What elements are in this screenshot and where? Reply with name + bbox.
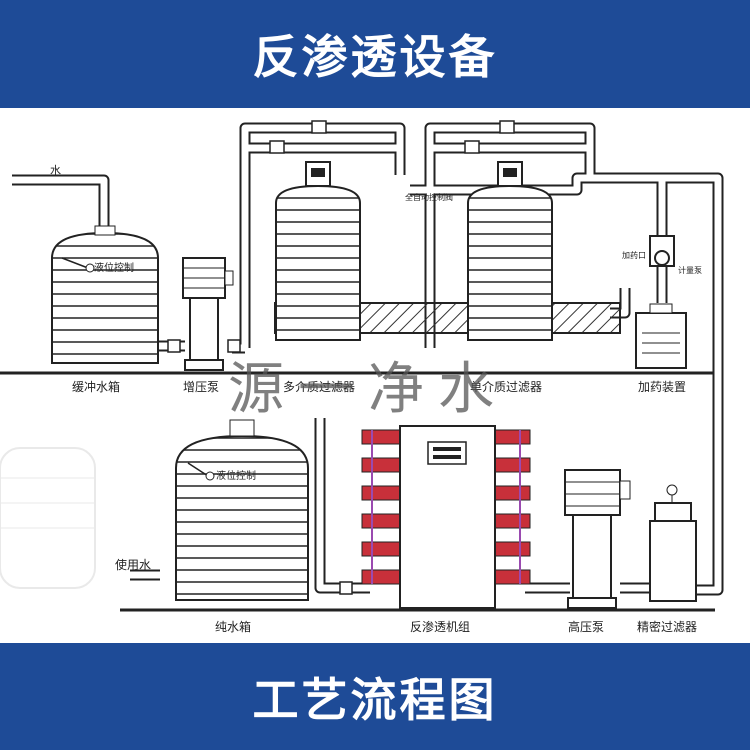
precision-filter: [649, 484, 697, 602]
inlet-label: 水: [50, 164, 61, 177]
metering-pump-label: 计量泵: [678, 265, 702, 275]
dosing-device-label: 加药装置: [638, 380, 686, 394]
high-pressure-pump: [564, 469, 631, 609]
dosing-device: [635, 235, 687, 369]
ro-unit: [361, 425, 531, 609]
buffer-tank-label: 缓冲水箱: [72, 379, 120, 394]
ro-unit-label: 反渗透机组: [410, 619, 470, 634]
pure-water-tank: [175, 419, 309, 601]
level-control-label-1: 液位控制: [94, 261, 134, 274]
high-pressure-pump-label: 高压泵: [568, 619, 604, 634]
pure-water-tank-label: 纯水箱: [215, 619, 251, 634]
page-title: 反渗透设备: [252, 30, 498, 84]
multi-media-filter-label: 多介质过滤器: [283, 380, 355, 394]
booster-pump-label: 增压泵: [183, 380, 219, 394]
single-media-filter: [467, 161, 553, 341]
control-valve-label: 全自动控制阀: [405, 192, 453, 202]
multi-media-filter: [275, 161, 361, 341]
precision-filter-label: 精密过滤器: [637, 619, 697, 634]
use-water-label: 使用水: [115, 557, 151, 572]
single-media-filter-label: 单介质过滤器: [470, 380, 542, 394]
process-diagram: 水 液位控制 缓冲水箱 增压泵 多介质过滤器: [0, 120, 724, 634]
buffer-tank: [51, 225, 159, 364]
watermark: 源一净水: [228, 357, 508, 422]
booster-pump: [182, 257, 234, 371]
level-control-label-2: 液位控制: [216, 469, 256, 482]
header-band: 反渗透设备: [0, 0, 750, 108]
footer-band: 工艺流程图: [0, 643, 750, 750]
ghost-tank: [0, 447, 96, 589]
footer-title: 工艺流程图: [252, 672, 498, 727]
dosing-port-label: 加药口: [622, 250, 646, 260]
